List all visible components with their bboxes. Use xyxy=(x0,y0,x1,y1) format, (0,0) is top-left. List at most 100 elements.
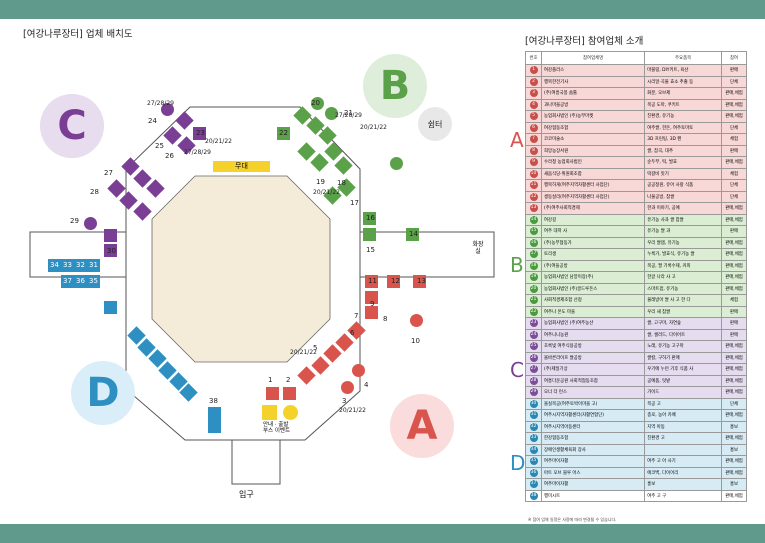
label-c-mid: 27/28/29 xyxy=(184,149,211,156)
row-part: 홍보 xyxy=(721,420,747,433)
row-item: 목공, 팔 기록수제, 커피 xyxy=(644,259,722,272)
row-item: 우기에 누런 기후 식품 사 xyxy=(644,363,722,376)
row-name: 올실목공(여주토박이마을 고) xyxy=(540,397,646,410)
booth-29b[interactable] xyxy=(104,229,117,242)
booth-35[interactable] xyxy=(87,275,100,288)
booth-30[interactable] xyxy=(104,244,117,257)
num-21: 21 xyxy=(344,109,353,117)
booth-12[interactable] xyxy=(387,275,400,288)
row-item: 나물공방, 참쌀 xyxy=(644,190,722,203)
booth-38b[interactable] xyxy=(208,420,221,433)
booth-31[interactable] xyxy=(87,259,100,272)
row-name: 행미시트 xyxy=(540,489,646,502)
table-header-row: 번호 참여업체명 주요품목 참여 xyxy=(525,51,747,65)
info-label: 안내 · 출발 부스 이벤트 xyxy=(263,422,291,434)
booth-21[interactable] xyxy=(325,107,338,120)
row-part: 단체 xyxy=(721,179,747,192)
booth-33[interactable] xyxy=(61,259,74,272)
row-name: 초록빛 여주식용공방 xyxy=(540,340,646,353)
row-name: 여주나 온도 마을 xyxy=(540,305,646,318)
row-number: 9 xyxy=(525,156,542,169)
row-part: 판매,체험 xyxy=(721,110,747,123)
booth-36[interactable] xyxy=(74,275,87,288)
booth-11[interactable] xyxy=(365,275,378,288)
booth-17[interactable] xyxy=(390,157,403,170)
row-item: 쌀, 잡곡, 대추 xyxy=(644,144,722,157)
booth-10[interactable] xyxy=(410,314,423,327)
row-number: 27 xyxy=(525,363,542,376)
booth-a1[interactable] xyxy=(365,291,378,304)
row-name: (주)여들공방 xyxy=(540,259,646,272)
row-number: 38 xyxy=(525,489,542,502)
booth-24[interactable] xyxy=(161,103,174,116)
booth-16[interactable] xyxy=(363,212,376,225)
row-number: 11 xyxy=(525,179,542,192)
booth-22[interactable] xyxy=(277,127,290,140)
booth-1[interactable] xyxy=(266,387,279,400)
row-name: 여흥다운공원 사회적협동조합 xyxy=(540,374,646,387)
row-part: 판매 xyxy=(721,225,747,238)
row-number: 24 xyxy=(525,328,542,341)
row-number: 8 xyxy=(525,144,542,157)
booth-3[interactable] xyxy=(341,381,354,394)
row-number-badge: 36 xyxy=(529,468,538,477)
booth-38[interactable] xyxy=(208,407,221,420)
row-part: 판매,체험 xyxy=(721,156,747,169)
booth-15[interactable] xyxy=(363,228,376,241)
booth-33b[interactable] xyxy=(104,301,117,314)
booth-9[interactable] xyxy=(365,306,378,319)
booth-34[interactable] xyxy=(48,259,61,272)
row-name: 수라청 농업회사법인 xyxy=(540,156,646,169)
booth-14[interactable] xyxy=(406,228,419,241)
num-28: 28 xyxy=(90,188,99,196)
num-38: 38 xyxy=(209,397,218,405)
booth-32[interactable] xyxy=(74,259,87,272)
row-number: 4 xyxy=(525,98,542,111)
num-2: 2 xyxy=(286,376,291,384)
row-part: 홍보 xyxy=(721,443,747,456)
group-d-letter: D xyxy=(510,451,526,475)
row-item: 화분, 오브제 xyxy=(644,87,722,100)
booth-2[interactable] xyxy=(283,387,296,400)
row-item: 친환경 고 xyxy=(644,432,722,445)
row-part: 판매,체험 xyxy=(721,386,747,399)
row-number-badge: 28 xyxy=(529,376,538,385)
num-37: 37 xyxy=(63,277,72,285)
row-part: 판매,체험 xyxy=(721,98,747,111)
row-part: 체험 xyxy=(721,167,747,180)
row-item: 종로, 농아 카페 xyxy=(644,409,722,422)
row-part: 판매,체험 xyxy=(721,271,747,284)
booth-20[interactable] xyxy=(311,97,324,110)
num-12: 12 xyxy=(391,277,400,285)
booth-23b[interactable] xyxy=(193,127,206,140)
row-part: 판매,체험 xyxy=(721,351,747,364)
booth-4[interactable] xyxy=(352,364,365,377)
booth-13[interactable] xyxy=(413,275,426,288)
row-item: 여주쌀, 한돈, 여주토마토 xyxy=(644,121,722,134)
row-item: 한글 나라 사 고 xyxy=(644,271,722,284)
row-number: 36 xyxy=(525,466,542,479)
col-part: 참여 xyxy=(721,51,747,65)
row-number-badge: 1 xyxy=(529,66,538,75)
row-part: 단체 xyxy=(721,190,747,203)
group-a-letter: A xyxy=(510,128,524,152)
zone-b-badge: B xyxy=(363,54,427,118)
row-item: 여주 고 구 xyxy=(644,489,722,502)
row-part: 판매 xyxy=(721,317,747,330)
label-b-mid: 20/21/22 xyxy=(313,189,340,196)
num-7: 7 xyxy=(354,312,359,320)
row-part: 판매,체험 xyxy=(721,259,747,272)
row-item: 여주 고 아 사기 xyxy=(644,455,722,468)
row-name: (주)여주사회적경제 xyxy=(540,202,646,215)
booth-29[interactable] xyxy=(84,217,97,230)
row-number-badge: 5 xyxy=(529,112,538,121)
booth-37[interactable] xyxy=(61,275,74,288)
row-item: 누룩가, 발효식, 유기농 쌀 xyxy=(644,248,722,261)
row-part: 단체 xyxy=(721,75,747,88)
